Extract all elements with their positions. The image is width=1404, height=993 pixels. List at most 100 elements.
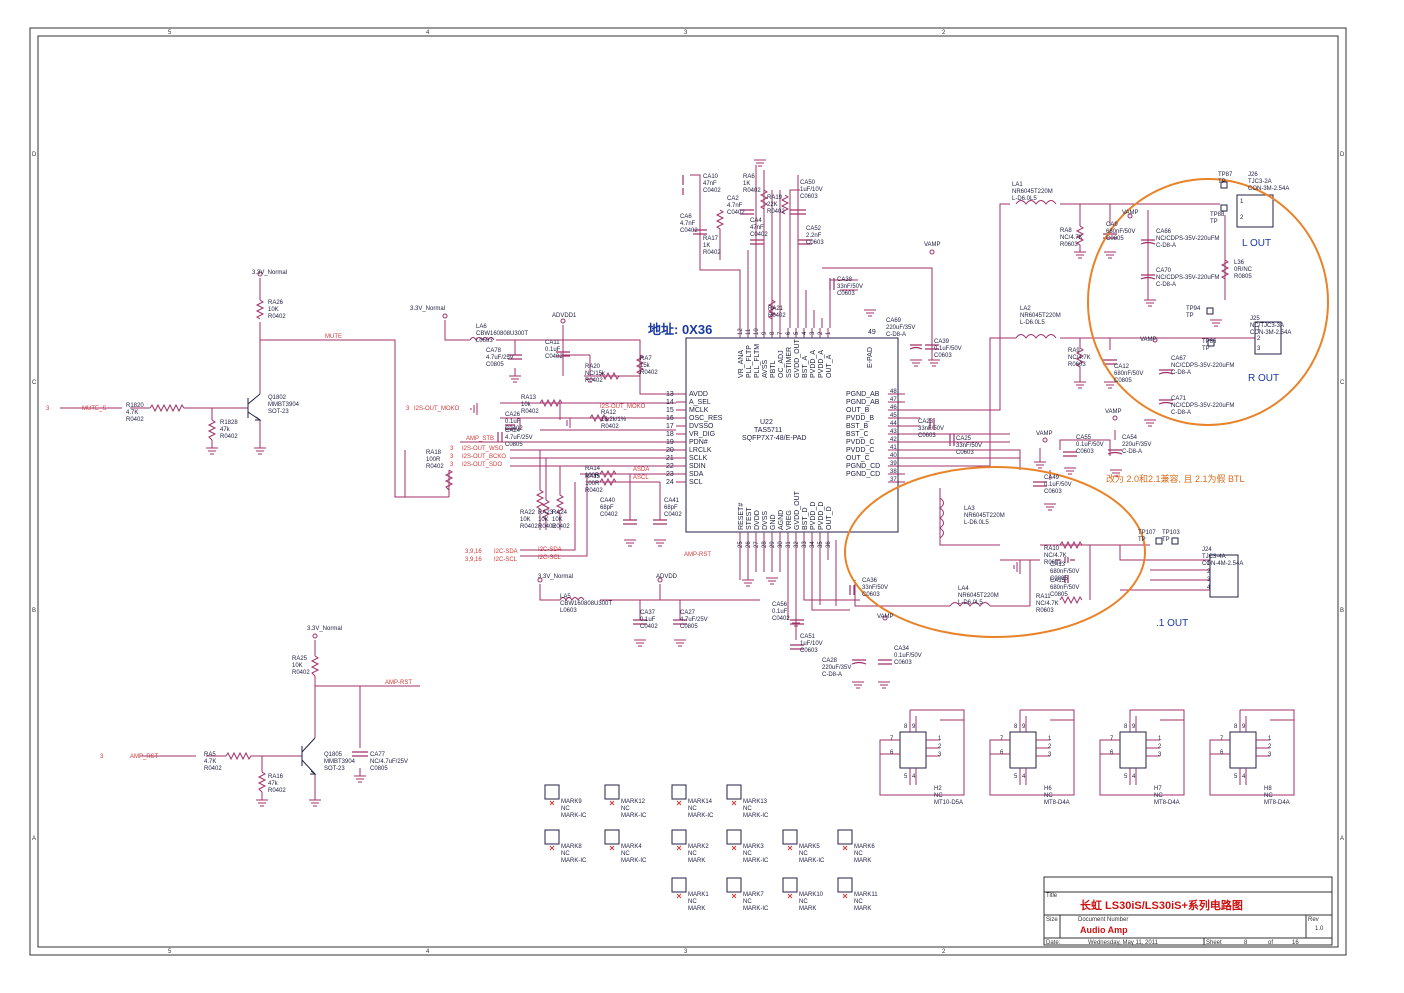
part-label-ca51: CA51 [800, 634, 816, 640]
part-label-ra26: 10K [268, 307, 279, 313]
pin-number: 4 [1132, 774, 1136, 780]
part-label-ca52: CA52 [806, 226, 822, 232]
pin-number: 8 [904, 724, 908, 730]
part-label-ca78: CA78 [486, 348, 502, 354]
row-marker: A [32, 836, 36, 842]
capacitors [352, 175, 1174, 757]
net-mute-s: MUTE_S [82, 406, 106, 412]
part-label-ca27: CA27 [680, 610, 696, 616]
net-amp-rst: AMP-RST [684, 552, 711, 558]
title-label: Title [1046, 893, 1058, 899]
part-label-ca71: CA71 [1171, 396, 1187, 402]
mark-ref: MARK10 [799, 892, 824, 898]
mark-footprint: MARK [854, 906, 871, 912]
part-label-ca51: 1uF/10V [800, 641, 823, 647]
ic-pin-number: 47 [890, 397, 897, 403]
mounting-hole-ref: H6 [1044, 786, 1052, 792]
pin-number: 4 [1022, 774, 1026, 780]
part-label-tp88: TP [1210, 219, 1218, 225]
part-label-ra16: 47k [268, 781, 279, 787]
part-label-ca28: C-D8-A [822, 672, 842, 678]
mark-value: NC [621, 851, 630, 857]
part-label-ca55: 0.1uF/50V [1076, 442, 1104, 448]
part-label-ra8: RA8 [1060, 228, 1072, 234]
ic-pin-number: 12 [738, 328, 744, 335]
part-label-ca10: CA10 [703, 174, 719, 180]
part-label-ra6: RA6 [743, 174, 755, 180]
part-label-ra6: R0402 [743, 188, 761, 194]
pin-number: 7 [890, 736, 894, 742]
net-sheet: 3 [450, 446, 454, 452]
part-label-ra14: 100R [585, 473, 600, 479]
part-label-ra22: 10K [520, 517, 531, 523]
part-label-ca6: 4.7nF [680, 221, 696, 227]
part-label-ca12: 680nF/50V [1114, 371, 1143, 377]
ic-pin-number: 29 [770, 541, 776, 548]
pin-number: 9 [1132, 724, 1136, 730]
mark-footprint: MARK [688, 906, 705, 912]
ic-pin-number: 38 [890, 469, 897, 475]
net-i2s-moko: I2S-OUT_MOKO [414, 406, 460, 412]
ic-pin-name: OUT_B [846, 407, 870, 414]
part-label-ca56: 0.1uF [772, 609, 788, 615]
part-label-j25: NC/TJC3-3A [1250, 323, 1284, 329]
part-label-ra9: R0603 [1068, 362, 1086, 368]
part-label-ca34: 0.1uF/50V [894, 653, 922, 659]
part-label-r1820: R1820 [126, 403, 144, 409]
part-label-la3: LA3 [964, 506, 975, 512]
net-i2s-moko: I2S-OUT_MOKO [600, 404, 646, 410]
rev-value: 1.0 [1315, 926, 1324, 932]
part-label-ra15: R0402 [585, 488, 603, 494]
part-label-ra17: RA17 [703, 236, 719, 242]
net-i2c-sda: I2C-SDA [494, 549, 518, 555]
part-label-ca54: CA54 [1122, 435, 1138, 441]
drawing-frame [29, 27, 1347, 956]
mounting-hole-footprint: MT8-D4A [1154, 800, 1180, 806]
svg-text:3: 3 [1257, 346, 1261, 352]
part-label-ca10: C0402 [703, 188, 721, 194]
r-out-label: R OUT [1248, 373, 1279, 384]
net-i2s-sdo: I2S-OUT_SDO [462, 462, 502, 468]
connectors [1155, 181, 1282, 598]
part-label-tp103: TP103 [1162, 530, 1180, 536]
ic-pin-number: 30 [778, 541, 784, 548]
col-marker: 4 [426, 30, 430, 36]
ic-pin-name: GVDD_OUT [794, 338, 801, 378]
pin-number: 5 [1234, 774, 1238, 780]
mounting-hole-value: NC [1264, 793, 1273, 799]
part-label-ca69: 220uF/35V [886, 325, 915, 331]
part-label-ca25: C0603 [956, 450, 974, 456]
ic-top-pins: 12VR_ANA11PLL_FLTP10PLL_FLTM9AVSS8PBTL7O… [738, 328, 876, 378]
part-label-ca41: C0402 [664, 512, 682, 518]
ic-pin-number: 39 [890, 461, 897, 467]
date-value: Wednesday, May 11, 2011 [1088, 940, 1159, 946]
net-i2c-sda: I2C-SDA [538, 547, 562, 553]
part-label-la4: NR6045T220M [958, 593, 999, 599]
part-label-ca15: 680nF/50V [1050, 585, 1079, 591]
part-label-ca50: C0603 [800, 194, 818, 200]
ic-pin-name: PGND_AB [846, 391, 880, 398]
part-label-j26: J26 [1248, 172, 1258, 178]
part-label-la2: L-D6.0L5 [1020, 320, 1045, 326]
ic-pin-number: 11 [746, 328, 752, 335]
part-label-ra21: RA21 [768, 306, 784, 312]
part-label-ca23: CA23 [918, 419, 934, 425]
pin-number: 6 [1220, 750, 1224, 756]
ic-pin-name: PGND_CD [846, 471, 880, 478]
part-label-la1: L-D6.0L5 [1012, 196, 1037, 202]
part-label-ca38: CA38 [837, 277, 853, 283]
part-label-ra7: R0402 [640, 370, 658, 376]
pin-number: 6 [890, 750, 894, 756]
part-label-la6: CBW160808U300T [476, 331, 528, 337]
part-label-tp94: TP94 [1186, 306, 1201, 312]
pin-number: 1 [1158, 736, 1162, 742]
ic-pin-name: GND [770, 514, 777, 530]
part-label-ra16: R0402 [268, 788, 286, 794]
col-marker: 3 [684, 949, 688, 955]
mark-ref: MARK11 [854, 892, 878, 898]
